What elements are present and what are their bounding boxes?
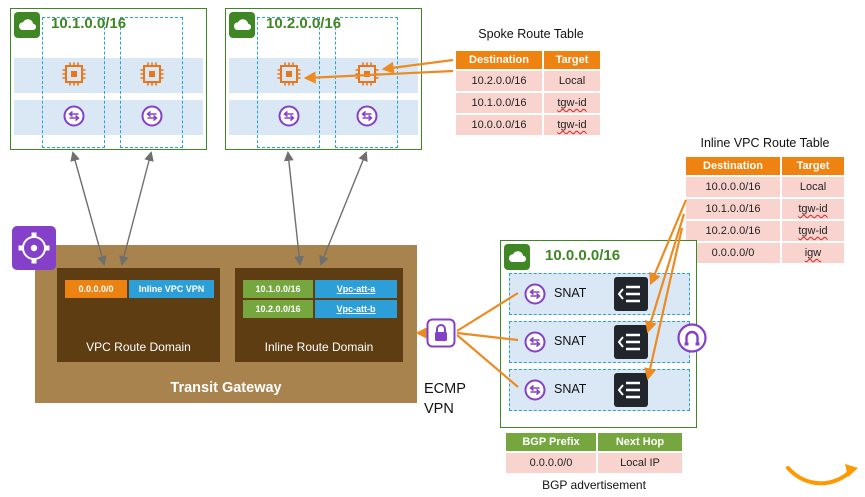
snat-appliance-icon xyxy=(614,373,648,407)
destination-cell: 10.1.0.0/16 xyxy=(455,92,543,114)
bgp-prefix-cell: 0.0.0.0/0 xyxy=(505,452,597,474)
inline-route-domain: 10.1.0.0/16 Vpc-att-a 10.2.0.0/16 Vpc-at… xyxy=(235,268,403,362)
vpc-cidr-label: 10.2.0.0/16 xyxy=(266,15,342,32)
snat-label: SNAT xyxy=(554,334,587,348)
bgp-table: BGP Prefix Next Hop 0.0.0.0/0 Local IP xyxy=(505,432,683,474)
attachment-icon xyxy=(141,105,163,127)
ecmp-vpn-label: ECMP VPN xyxy=(424,380,466,419)
target-cell: tgw-id xyxy=(543,92,601,114)
route-prefix: 10.1.0.0/16 xyxy=(243,280,313,298)
destination-cell: 10.2.0.0/16 xyxy=(685,220,781,242)
column-header: Destination xyxy=(685,156,781,176)
domain-label: VPC Route Domain xyxy=(86,340,191,354)
table-header-row: Destination Target xyxy=(685,156,845,176)
snat-label: SNAT xyxy=(554,382,587,396)
attachment-icon xyxy=(356,105,378,127)
table-row: 10.2.0.0/16 Local xyxy=(455,70,601,92)
column-header: BGP Prefix xyxy=(505,432,597,452)
snat-appliance-icon xyxy=(614,277,648,311)
vpc-cloud-icon xyxy=(14,12,40,38)
subnet xyxy=(120,17,183,148)
spoke-table-title: Spoke Route Table xyxy=(478,27,584,41)
subnet xyxy=(42,17,105,148)
attachment-icon xyxy=(524,379,546,401)
transit-gateway-label: Transit Gateway xyxy=(170,380,282,396)
vpc-cloud-icon xyxy=(229,12,255,38)
column-header: Destination xyxy=(455,50,543,70)
ecmp-line: ECMP xyxy=(424,381,466,397)
column-header: Next Hop xyxy=(597,432,683,452)
vpc-attachment-link[interactable]: Vpc-att-a xyxy=(315,280,397,298)
ec2-instance-icon xyxy=(139,61,165,87)
table-header-row: BGP Prefix Next Hop xyxy=(505,432,683,452)
table-row: 0.0.0.0/0 Local IP xyxy=(505,452,683,474)
vpn-line: VPN xyxy=(424,400,454,417)
destination-cell: 10.0.0.0/16 xyxy=(685,176,781,198)
vpn-lock-icon xyxy=(426,318,456,348)
ec2-instance-icon xyxy=(276,61,302,87)
vpc-spoke-a: 10.1.0.0/16 xyxy=(10,8,207,150)
target-cell: Local xyxy=(543,70,601,92)
table-header-row: Destination Target xyxy=(455,50,601,70)
az-stripe xyxy=(14,100,203,135)
route-prefix: 10.2.0.0/16 xyxy=(243,300,313,318)
vpc-route-domain: 0.0.0.0/0 Inline VPC VPN VPC Route Domai… xyxy=(57,268,220,362)
spoke-route-table: Destination Target 10.2.0.0/16 Local 10.… xyxy=(455,50,601,136)
subnet xyxy=(335,17,398,148)
subnet-row: SNAT xyxy=(509,273,690,315)
destination-cell: 10.1.0.0/16 xyxy=(685,198,781,220)
vpc-cloud-icon xyxy=(504,244,530,270)
snat-label: SNAT xyxy=(554,286,587,300)
ec2-instance-icon xyxy=(354,61,380,87)
column-header: Target xyxy=(781,156,845,176)
subnet-row: SNAT xyxy=(509,321,690,363)
table-row: 10.0.0.0/16 Local xyxy=(685,176,845,198)
bgp-advertisement-caption: BGP advertisement xyxy=(542,478,646,492)
vpc-spoke-b: 10.2.0.0/16 xyxy=(225,8,422,150)
transit-gateway-icon xyxy=(12,226,56,270)
transit-gateway-box: 0.0.0.0/0 Inline VPC VPN VPC Route Domai… xyxy=(35,245,417,403)
inline-vpc-route-table: Destination Target 10.0.0.0/16 Local 10.… xyxy=(685,156,845,264)
next-hop-cell: Local IP xyxy=(597,452,683,474)
destination-cell: 0.0.0.0/0 xyxy=(685,242,781,264)
table-row: 0.0.0.0/0 igw xyxy=(685,242,845,264)
az-stripe xyxy=(229,100,418,135)
route-target: Inline VPC VPN xyxy=(129,280,214,298)
ec2-instance-icon xyxy=(61,61,87,87)
attachment-icon xyxy=(278,105,300,127)
route-entry: 10.2.0.0/16 Vpc-att-b xyxy=(243,300,397,318)
route-entry: 0.0.0.0/0 Inline VPC VPN xyxy=(65,280,214,298)
destination-cell: 10.0.0.0/16 xyxy=(455,114,543,136)
domain-label: Inline Route Domain xyxy=(264,340,374,354)
amazon-smile-icon xyxy=(786,464,858,486)
target-cell: igw xyxy=(781,242,845,264)
attachment-icon xyxy=(524,331,546,353)
table-row: 10.2.0.0/16 tgw-id xyxy=(685,220,845,242)
target-cell: Local xyxy=(781,176,845,198)
table-row: 10.1.0.0/16 tgw-id xyxy=(685,198,845,220)
attachment-icon xyxy=(524,283,546,305)
target-cell: tgw-id xyxy=(781,198,845,220)
attachment-icon xyxy=(63,105,85,127)
target-cell: tgw-id xyxy=(543,114,601,136)
route-entry: 10.1.0.0/16 Vpc-att-a xyxy=(243,280,397,298)
vpc-cidr-label: 10.0.0.0/16 xyxy=(545,247,621,264)
target-cell: tgw-id xyxy=(781,220,845,242)
vpc-inline: 10.0.0.0/16 SNAT SNAT SNAT xyxy=(500,240,697,428)
vpc-attachment-link[interactable]: Vpc-att-b xyxy=(315,300,397,318)
vpc-cidr-label: 10.1.0.0/16 xyxy=(51,15,127,32)
internet-gateway-icon xyxy=(676,322,708,354)
subnet-row: SNAT xyxy=(509,369,690,411)
table-row: 10.0.0.0/16 tgw-id xyxy=(455,114,601,136)
snat-appliance-icon xyxy=(614,325,648,359)
destination-cell: 10.2.0.0/16 xyxy=(455,70,543,92)
az-stripe xyxy=(14,58,203,93)
table-row: 10.1.0.0/16 tgw-id xyxy=(455,92,601,114)
route-prefix: 0.0.0.0/0 xyxy=(65,280,127,298)
subnet xyxy=(257,17,320,148)
inline-table-title: Inline VPC Route Table xyxy=(700,136,830,150)
column-header: Target xyxy=(543,50,601,70)
